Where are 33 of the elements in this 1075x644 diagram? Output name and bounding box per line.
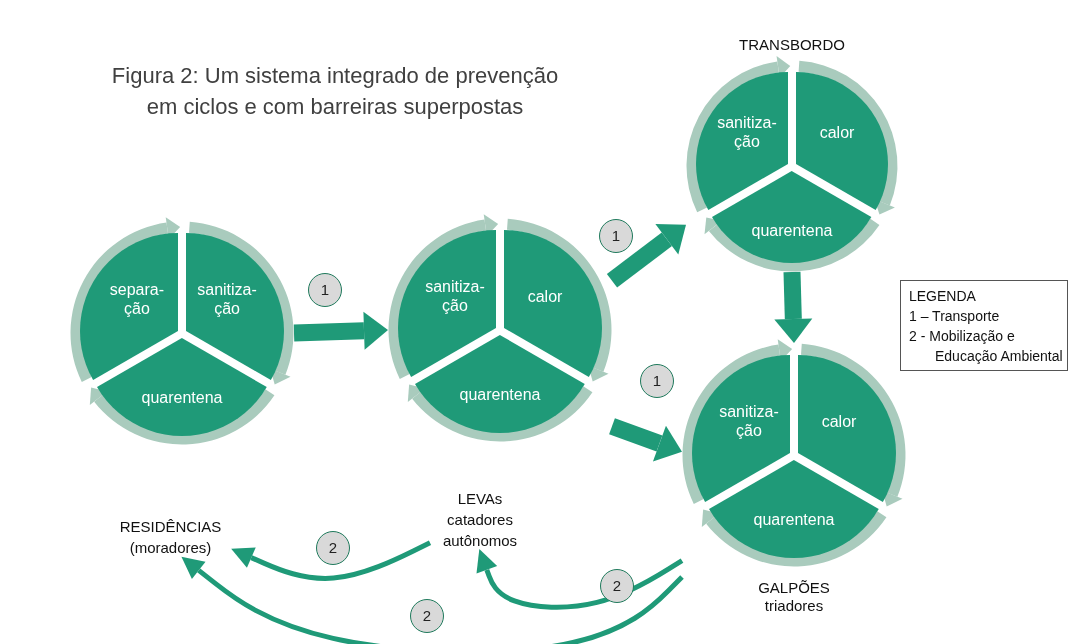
legend-entry: 1 – Transporte: [909, 307, 1001, 326]
edge-label: 1: [640, 364, 674, 398]
segment-label: quarentena: [458, 384, 542, 404]
edge-label: 2: [410, 599, 444, 633]
block-arrow: [774, 271, 813, 343]
curved-arrow: [231, 540, 432, 581]
curved-arrow: [181, 556, 684, 644]
place-label: RESIDÊNCIAS (moradores): [108, 516, 233, 558]
segment-label: calor: [526, 286, 564, 306]
block-arrow: [293, 311, 388, 350]
block-arrow: [606, 224, 686, 288]
segment-label: separa- ção: [108, 280, 166, 318]
place-label: LEVAs catadores autônomos: [430, 488, 530, 551]
legend-entry: 2 - Mobilização e Educação Ambiental: [909, 327, 1063, 366]
diagram-title: Figura 2: Um sistema integrado de prevenção em ciclos e com barreiras superpostas: [110, 62, 560, 121]
edge-label: 2: [600, 569, 634, 603]
node-heading: GALPÕES triadores: [757, 579, 831, 615]
segment-label: calor: [818, 122, 856, 142]
segment-label: quarentena: [750, 220, 834, 240]
segment-label: sanitiza- ção: [716, 113, 778, 151]
segment-label: quarentena: [140, 387, 224, 407]
node-heading: TRANSBORDO: [738, 36, 846, 54]
block-arrow: [609, 418, 682, 462]
segment-label: quarentena: [752, 509, 836, 529]
segment-label: sanitiza- ção: [424, 277, 486, 315]
legend-title: LEGENDA: [909, 287, 977, 306]
segment-label: calor: [820, 411, 858, 431]
edge-label: 1: [308, 273, 342, 307]
edge-label: 2: [316, 531, 350, 565]
segment-label: sanitiza- ção: [718, 402, 780, 440]
curved-arrow: [476, 549, 684, 610]
edge-label: 1: [599, 219, 633, 253]
segment-label: sanitiza- ção: [196, 280, 258, 318]
